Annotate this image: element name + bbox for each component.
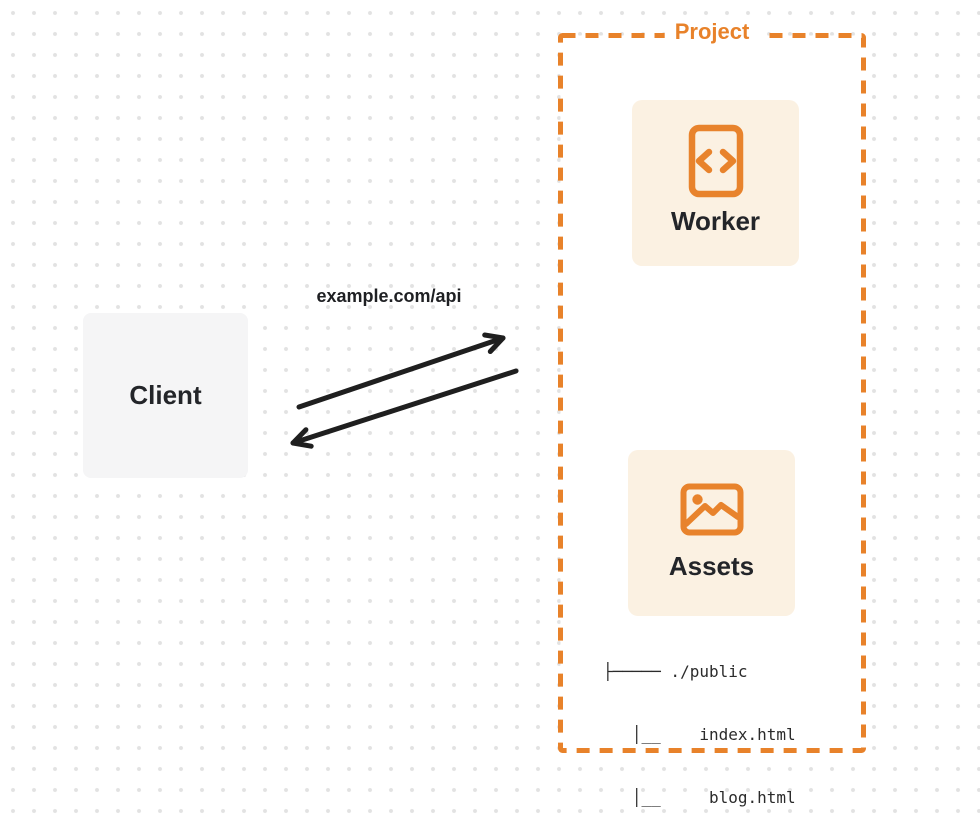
worker-node: Worker (632, 100, 799, 266)
request-url-label: example.com/api (316, 286, 462, 306)
code-file-icon (688, 124, 743, 198)
client-label: Client (129, 380, 202, 410)
file-tree-line-public: ├───── ./public (603, 662, 748, 681)
arrowhead-icon (290, 427, 314, 449)
request-arrow (296, 332, 506, 410)
project-label: Project (664, 16, 760, 48)
image-icon (680, 483, 743, 536)
worker-label: Worker (670, 206, 761, 236)
assets-node: Assets (628, 450, 795, 616)
client-node: Client (83, 313, 248, 478)
file-tree-line-index: │__ index.html (603, 725, 796, 744)
project-container: Project Worker Assets (558, 16, 866, 807)
assets-label: Assets (668, 551, 755, 581)
arrowhead-icon (482, 332, 506, 354)
file-tree-line-blog: │__ blog.html (603, 788, 796, 807)
file-tree: ├───── ./public │__ index.html │__ blog.… (603, 619, 796, 818)
response-arrow (290, 368, 519, 449)
